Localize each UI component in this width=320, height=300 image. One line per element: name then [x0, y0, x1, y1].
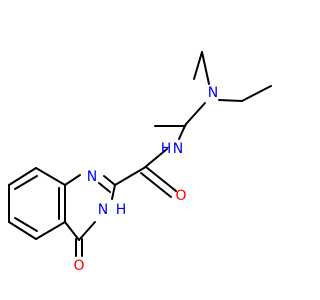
- bond-c8-c7-b: [14, 175, 38, 190]
- bond-carbonyl-c2: [114, 167, 145, 186]
- atom-n-ring1: N: [87, 169, 97, 185]
- atom-h-ring3: H: [116, 202, 127, 218]
- bond-c2-n3: [111, 184, 116, 200]
- bond-n-ethyl2: [218, 99, 243, 102]
- bond-c2-n1-b: [98, 182, 111, 193]
- bond-c6-c5-a: [8, 221, 37, 240]
- atom-o-keto: O: [73, 258, 84, 274]
- atom-n-amide: N: [173, 141, 183, 157]
- bond-nh-carbonyl: [143, 148, 168, 169]
- molecule-structure: N N H O N N H O: [8, 51, 272, 274]
- bond-n3-c4: [78, 221, 96, 241]
- bond-c8-c7-a: [8, 167, 37, 186]
- bond-c2-n1-a: [103, 175, 116, 186]
- bond-c6-c5-b: [14, 217, 38, 232]
- atom-n-diethylamino: N: [208, 85, 218, 101]
- bond-c5-c4a: [35, 221, 66, 240]
- atom-labels: N N H O N N H O: [73, 85, 218, 274]
- molecule-canvas: N N H O N N H O: [8, 51, 272, 274]
- bond-ch2-nh: [178, 127, 185, 140]
- bond-carbonyl-o-b: [140, 172, 172, 198]
- atom-o-amide: O: [175, 188, 186, 204]
- bond-c8a-c8: [35, 167, 66, 186]
- bond-carbonyl-o-a: [145, 166, 177, 192]
- bond-c4-c4a: [64, 221, 80, 241]
- atom-h-amide: H: [161, 141, 172, 157]
- bond-n1-c8a: [64, 174, 81, 186]
- atom-n-ring3: N: [98, 202, 108, 218]
- bond-n-ch2: [185, 102, 206, 125]
- bonds: [8, 51, 272, 257]
- bond-ethyl2-ch3: [241, 85, 272, 102]
- bond-ethyl1-ch3: [193, 51, 203, 80]
- bond-n-ethyl1: [201, 51, 210, 85]
